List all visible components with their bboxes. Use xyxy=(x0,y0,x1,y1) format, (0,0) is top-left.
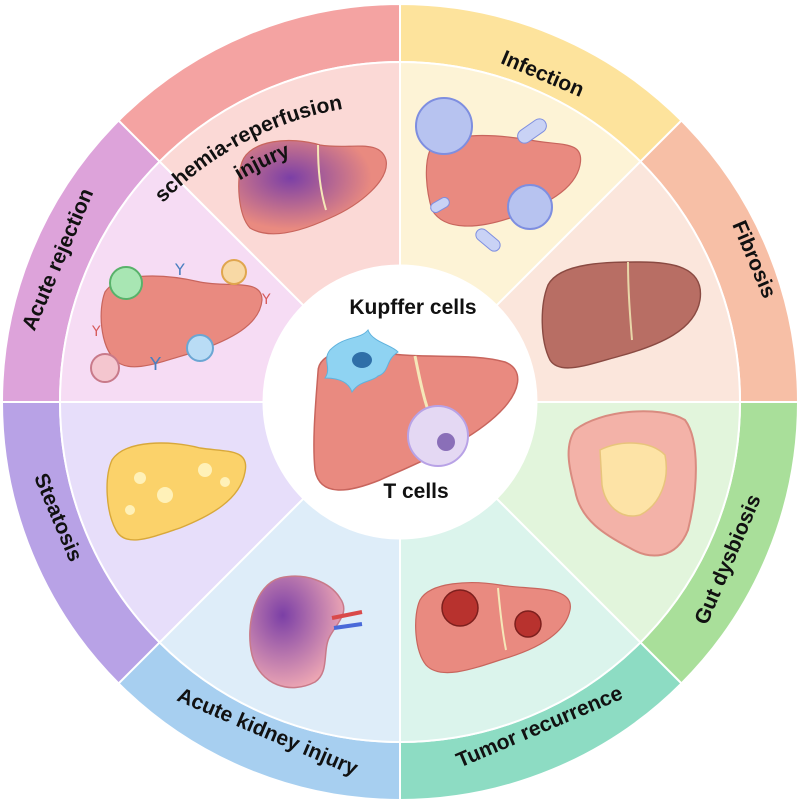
center-label-kupffer: Kupffer cells xyxy=(349,296,476,319)
fibrosis-liver-illustration xyxy=(541,261,702,369)
bacterium-icon xyxy=(475,228,501,252)
steatosis-liver-illustration xyxy=(106,442,247,541)
antibody-icon: Y xyxy=(91,324,101,340)
bacterium-icon xyxy=(430,197,450,213)
immune-cell-icon xyxy=(90,353,120,383)
kidney-illustration xyxy=(249,575,363,689)
tumor-liver-illustration xyxy=(415,582,571,674)
kupffer-cell-icon xyxy=(324,328,399,394)
center-label-t-cells: T cells xyxy=(383,480,448,503)
immune-cell-icon xyxy=(109,266,143,300)
tumor-icon xyxy=(441,589,479,627)
infection-liver-illustration xyxy=(415,97,582,252)
gut-illustration xyxy=(567,410,697,557)
virus-icon xyxy=(415,97,473,155)
ischemia-liver-illustration xyxy=(238,139,387,235)
rejection-liver-illustration: Y Y Y Y xyxy=(90,259,271,383)
bacterium-icon xyxy=(517,118,547,144)
immune-cell-icon xyxy=(221,259,247,285)
antibody-icon: Y xyxy=(149,354,162,375)
virus-icon xyxy=(507,184,553,230)
antibody-icon: Y xyxy=(174,260,185,279)
tumor-icon xyxy=(514,610,542,638)
antibody-icon: Y xyxy=(261,292,271,308)
immune-cell-icon xyxy=(186,334,214,362)
t-cell-icon xyxy=(407,405,469,467)
